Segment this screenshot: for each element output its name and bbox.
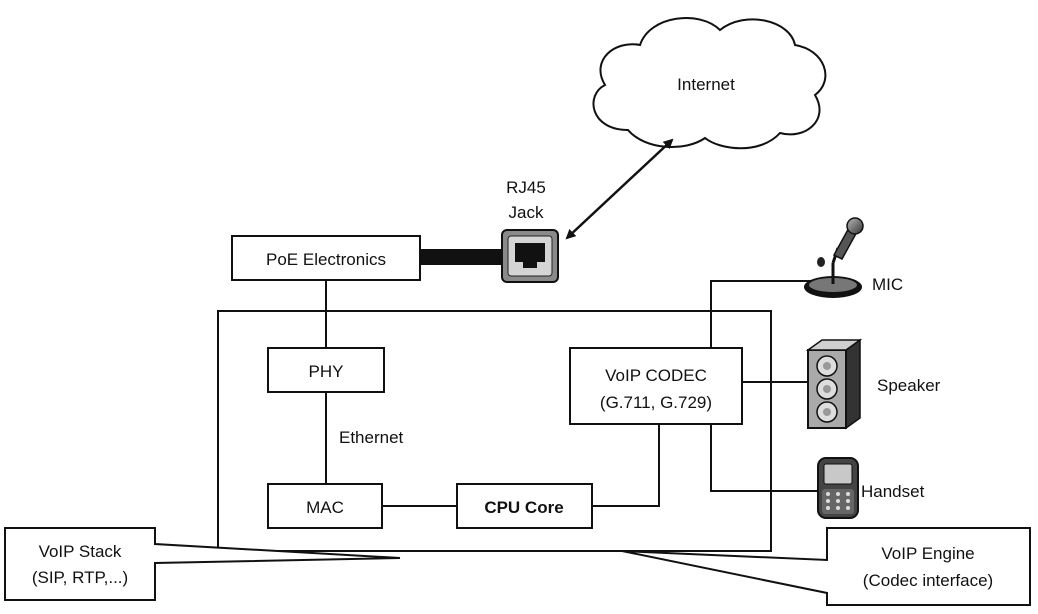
voip-engine-callout: [621, 527, 1031, 606]
poe-cable: [420, 249, 504, 265]
internet-cloud: Internet: [592, 17, 827, 150]
internet-label: Internet: [677, 75, 735, 94]
cpu-core-box: [456, 483, 593, 529]
poe-electronics-label: PoE Electronics: [266, 250, 386, 269]
speaker-label: Speaker: [877, 376, 941, 395]
voip-stack-line1: VoIP Stack: [39, 542, 122, 561]
voip-codec-box: [569, 347, 743, 425]
handset-icon: [817, 457, 859, 519]
voip-stack-callout: [4, 527, 401, 601]
mac-box: [267, 483, 383, 529]
voip-engine-line2: (Codec interface): [863, 571, 993, 590]
cloud-icon: [592, 17, 827, 150]
ethernet-label: Ethernet: [339, 428, 404, 447]
phy-box: [267, 347, 385, 393]
rj45-label-line2: Jack: [509, 203, 544, 222]
mac-label: MAC: [306, 498, 344, 517]
microphone-icon: [804, 217, 864, 298]
main-board: [217, 310, 772, 552]
mic-label: MIC: [872, 275, 903, 294]
voip-stack-line2: (SIP, RTP,...): [32, 568, 128, 587]
rj45-jack-icon: [501, 229, 559, 283]
speaker-icon: [805, 338, 863, 430]
voip-codec-line2: (G.711, G.729): [600, 393, 712, 412]
internet-link-arrow: [565, 138, 674, 240]
cpu-core-label: CPU Core: [484, 498, 563, 517]
handset-label: Handset: [861, 482, 925, 501]
phy-label: PHY: [309, 362, 344, 381]
wiring: [325, 280, 818, 507]
voip-engine-line1: VoIP Engine: [881, 544, 974, 563]
voip-codec-line1: VoIP CODEC: [605, 366, 707, 385]
rj45-label-line1: RJ45: [506, 178, 546, 197]
